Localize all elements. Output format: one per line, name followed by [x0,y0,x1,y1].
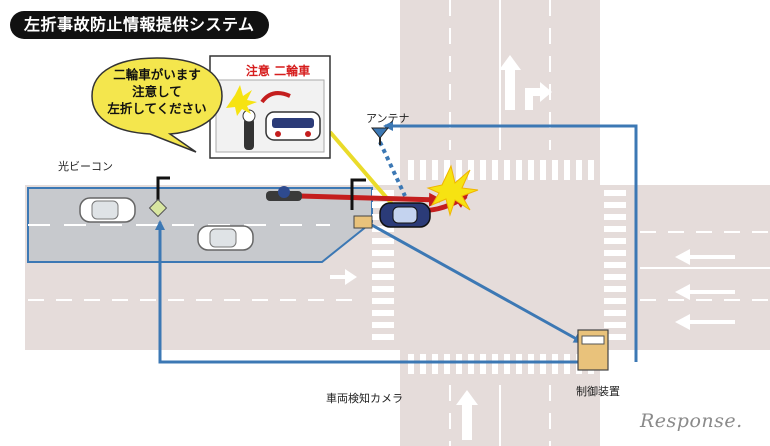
motorcycle-path-arrow [299,192,443,207]
speech-bubble-text: 二輪車がいます 注意して 左折してください [94,66,220,117]
antenna-signal-line [378,141,407,197]
sign-motorcycle-icon [242,109,256,150]
speech-line-3: 左折してください [107,101,207,116]
signal-pole-east [350,178,366,210]
camera-to-controller-line [369,222,584,344]
watermark: Response. [640,410,743,432]
speech-bubble [91,57,223,153]
motorcycle [266,186,302,201]
camera-label: 車両検知カメラ [326,392,403,405]
car-west-1 [79,197,136,223]
warning-line [328,130,394,206]
collision-burst-icon [426,164,479,217]
sign-car-icon [265,111,321,141]
warning-sign-title: 注意 二輪車 [245,64,311,78]
crosswalk-east [604,190,626,340]
optical-beacon-icon [148,198,168,218]
beacon-label: 光ビーコン [58,160,113,173]
sign-turn-arrow [260,91,291,104]
controller-to-beacon-line [155,220,580,364]
antenna-label: アンテナ [366,112,410,125]
controller-to-antenna-line [383,121,638,362]
vehicle-camera-icon [353,215,373,229]
controller-icon [577,329,609,371]
road-arrows [330,55,735,440]
signal-network [155,121,638,364]
speech-line-2: 注意して [132,84,182,99]
crosswalk-north [408,160,594,180]
signal-pole-west [156,176,170,206]
car-turning [379,202,431,228]
controller-label: 制御装置 [576,385,620,398]
antenna-icon [370,127,390,145]
speech-line-1: 二輪車がいます [113,67,201,82]
page-title: 左折事故防止情報提供システム [10,11,269,39]
car-west-2 [197,225,254,251]
